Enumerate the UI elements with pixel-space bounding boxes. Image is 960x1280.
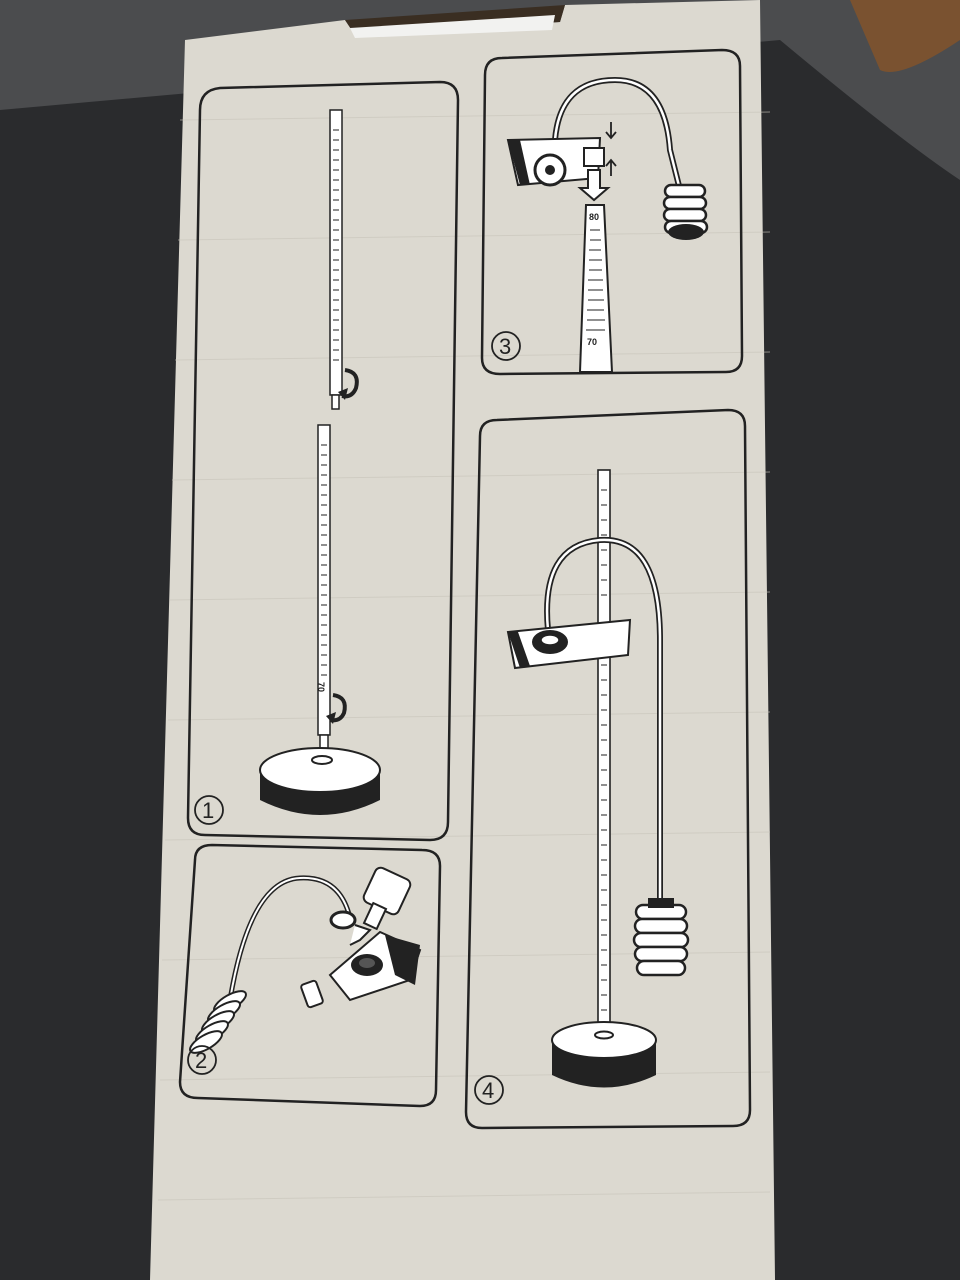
tube-label-bottom: 70 <box>587 337 597 347</box>
base-hole <box>311 755 333 765</box>
screw-in-arrow-icon <box>349 924 372 946</box>
clamp-socket-3 <box>583 147 605 167</box>
lamp-neck <box>362 901 388 931</box>
upper-tube <box>329 109 343 396</box>
tube-label-top: 80 <box>589 212 599 222</box>
box-flap-white <box>350 15 555 38</box>
lower-tube-ticks <box>321 444 327 676</box>
cardboard-box <box>150 0 775 1280</box>
lamp-head-4-icon <box>632 903 690 977</box>
gooseneck-cable-4-inner <box>545 538 662 900</box>
lamp-opening <box>668 224 704 240</box>
upper-tube-connector <box>331 394 340 410</box>
down-arrow-icon <box>577 169 611 202</box>
gooseneck-cable-3-inner <box>553 78 682 191</box>
clamp-knob-3-center <box>545 165 555 175</box>
panel-3-frame <box>480 48 744 376</box>
lamp-cap-4 <box>648 898 674 908</box>
step-3-number: 3 <box>499 334 511 359</box>
clamp-pad-inner <box>359 958 375 968</box>
clamp-jaw-3 <box>508 140 530 185</box>
base-top-4 <box>551 1021 657 1059</box>
rotate-arrow-lower-icon <box>329 693 347 723</box>
assembled-pole-ticks <box>601 489 607 1011</box>
panel-4-frame <box>464 408 752 1130</box>
step-2-badge <box>187 1045 217 1075</box>
panel-2-frame <box>178 843 442 1108</box>
background-wood <box>850 0 960 72</box>
tube-top-3-ticks <box>586 229 605 331</box>
lower-tube-label: 70 <box>316 682 326 692</box>
rotate-arrow-icon <box>341 368 359 399</box>
squeeze-arrows-icon <box>605 122 617 176</box>
step-4-number: 4 <box>482 1078 494 1103</box>
gooseneck-cable-inner <box>229 876 351 1001</box>
panel-1-frame <box>186 80 460 842</box>
rotate-arrow-head-icon <box>338 388 348 400</box>
clamp-screw <box>300 979 324 1009</box>
base-top <box>259 747 381 793</box>
nut-ring <box>329 910 357 930</box>
step-2-number: 2 <box>195 1048 207 1073</box>
corrugation-lines <box>157 111 771 1201</box>
step-1-number: 1 <box>202 798 214 823</box>
step-3-badge <box>491 331 521 361</box>
upper-tube-ticks <box>333 129 339 361</box>
clamp-jaw-4 <box>508 632 530 668</box>
panel-step-4: 4 <box>464 408 752 1130</box>
panel-step-2: 2 <box>178 843 442 1108</box>
base-hole-4 <box>594 1030 614 1040</box>
rotate-arrow-lower-head-icon <box>326 712 336 724</box>
panel-step-1: 70 1 <box>186 80 460 842</box>
clamp-knob-4-inner <box>540 634 560 646</box>
step-1-badge <box>194 795 224 825</box>
clamp-body-4 <box>506 618 632 670</box>
panel-step-3: 80 70 3 <box>480 48 744 376</box>
step-4-badge <box>474 1075 504 1105</box>
clamp-jaw <box>385 935 420 985</box>
